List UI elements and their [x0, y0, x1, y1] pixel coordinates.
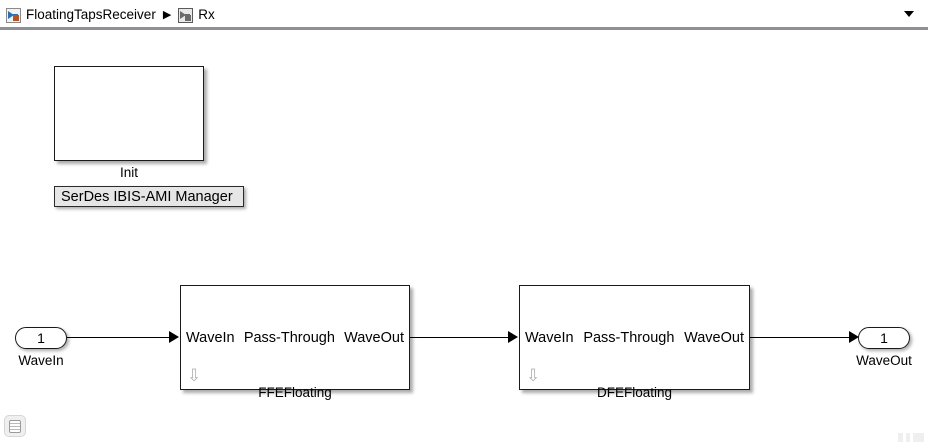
breadcrumb-dropdown-button[interactable] [898, 0, 920, 27]
outport-waveout[interactable]: 1 [858, 327, 910, 349]
block-ffefloating[interactable]: WaveIn Pass-Through WaveOut ⇩ [180, 285, 410, 390]
model-canvas[interactable]: Init SerDes IBIS-AMI Manager 1 WaveIn Wa… [0, 33, 928, 444]
signal-arrow-ffe-in [169, 331, 179, 343]
outport-number: 1 [880, 330, 888, 346]
serdes-ibis-ami-manager-label: SerDes IBIS-AMI Manager [61, 188, 233, 205]
block-ffefloating-out-label: WaveOut [344, 329, 404, 346]
init-block-label: Init [119, 165, 138, 180]
simulink-model-icon [6, 7, 21, 23]
mask-down-arrow-icon[interactable]: ⇩ [526, 366, 541, 386]
block-ffefloating-ports: WaveIn Pass-Through WaveOut [181, 329, 409, 347]
inport-wavein[interactable]: 1 [15, 327, 67, 349]
inport-wavein-label: WaveIn [18, 353, 64, 368]
signal-line-ffe-to-dfe[interactable] [410, 337, 510, 338]
breadcrumb-item-label: Rx [198, 7, 215, 22]
signal-line-inport-to-ffe[interactable] [67, 337, 171, 338]
mask-down-arrow-icon[interactable]: ⇩ [187, 366, 202, 386]
outport-waveout-label: WaveOut [856, 353, 912, 368]
block-ffefloating-mid-label: Pass-Through [243, 329, 335, 346]
breadcrumb-separator-icon: ▶ [162, 9, 172, 21]
signal-arrow-dfe-in [508, 331, 518, 343]
serdes-ibis-ami-manager-button[interactable]: SerDes IBIS-AMI Manager [54, 186, 244, 207]
model-layers-button[interactable] [4, 415, 26, 437]
block-dfefloating[interactable]: WaveIn Pass-Through WaveOut ⇩ [519, 285, 750, 390]
block-ffefloating-in-label: WaveIn [186, 329, 235, 346]
signal-arrow-outport-in [849, 331, 859, 343]
breadcrumb-item-label: FloatingTapsReceiver [26, 7, 156, 22]
breadcrumb-item-rx[interactable]: Rx [176, 6, 217, 24]
layers-stack-icon [9, 419, 21, 433]
signal-line-dfe-to-outport[interactable] [750, 337, 853, 338]
block-dfefloating-label: DFEFloating [596, 385, 673, 400]
breadcrumb-item-floatingtapsreceiver[interactable]: FloatingTapsReceiver [4, 6, 158, 24]
block-dfefloating-mid-label: Pass-Through [583, 329, 675, 346]
init-block[interactable] [54, 66, 204, 161]
block-dfefloating-in-label: WaveIn [525, 329, 574, 346]
block-ffefloating-label: FFEFloating [258, 385, 332, 400]
chevron-down-icon [904, 10, 914, 17]
resize-grip-icon[interactable] [898, 432, 924, 442]
subsystem-icon [178, 7, 194, 23]
block-dfefloating-out-label: WaveOut [684, 329, 744, 346]
breadcrumb-bar: FloatingTapsReceiver ▶ Rx [0, 0, 928, 30]
inport-number: 1 [37, 330, 45, 346]
block-dfefloating-ports: WaveIn Pass-Through WaveOut [520, 329, 749, 347]
